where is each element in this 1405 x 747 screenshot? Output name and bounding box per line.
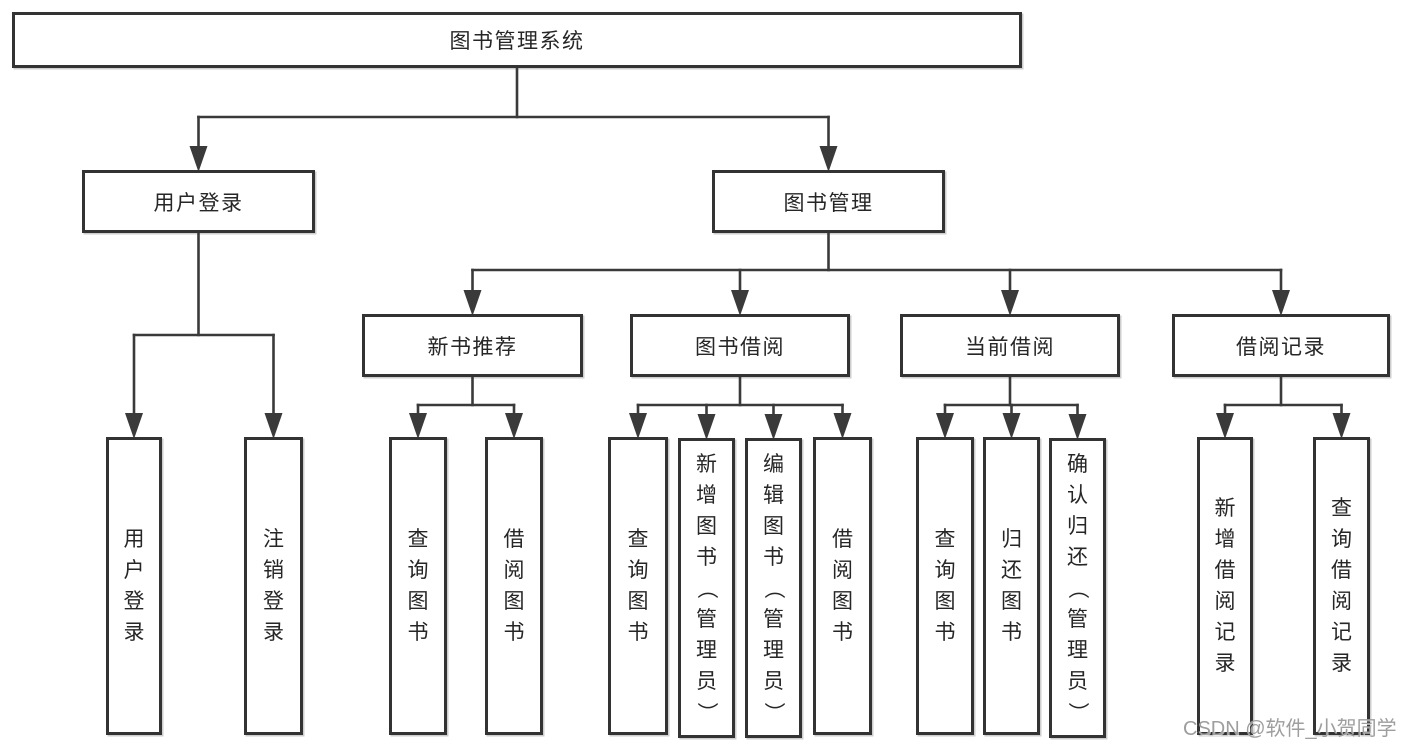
diagram-node-leaf-borrow-book-2: 借阅图书 [813, 437, 872, 735]
diagram-node-leaf-logout: 注销登录 [244, 437, 303, 735]
node-label: 图书管理 [783, 191, 874, 215]
diagram-node-book-borrow: 图书借阅 [630, 314, 850, 377]
arrowhead-icon [463, 290, 482, 316]
node-label: 借阅图书 [503, 528, 525, 644]
node-label: 新书推荐 [427, 335, 518, 359]
node-label: 当前借阅 [965, 335, 1055, 359]
arrowhead-icon [409, 413, 427, 439]
arrowhead-icon [819, 146, 838, 172]
arrowhead-icon [833, 413, 852, 439]
diagram-node-leaf-borrow-book-1: 借阅图书 [485, 437, 543, 735]
diagram-node-root: 图书管理系统 [12, 12, 1022, 68]
node-label: 编辑图书（管理员） [762, 452, 785, 723]
node-label: 确认归还（管理员） [1066, 452, 1089, 723]
watermark: CSDN @软件_小贺同学 [1183, 718, 1397, 740]
arrowhead-icon [764, 414, 783, 440]
diagram-node-leaf-query-book-1: 查询图书 [389, 437, 447, 735]
node-label: 归还图书 [1001, 528, 1022, 644]
arrowhead-icon [731, 290, 749, 316]
node-label: 查询图书 [934, 528, 956, 644]
diagram-node-leaf-edit-book: 编辑图书（管理员） [745, 438, 802, 738]
node-label: 新增借阅记录 [1214, 497, 1236, 675]
arrowhead-icon [1216, 413, 1234, 439]
arrowhead-icon [697, 414, 716, 440]
arrowhead-icon [264, 413, 283, 439]
diagram-node-leaf-confirm-return: 确认归还（管理员） [1049, 438, 1106, 738]
diagram-node-leaf-query-record: 查询借阅记录 [1313, 437, 1370, 735]
node-label: 查询图书 [407, 528, 429, 644]
arrowhead-icon [505, 413, 523, 439]
arrowhead-icon [1068, 414, 1087, 440]
node-label: 用户登录 [123, 528, 145, 644]
diagram-node-user-login: 用户登录 [82, 170, 315, 233]
arrowhead-icon [125, 413, 143, 439]
node-label: 用户登录 [153, 191, 244, 215]
arrowhead-icon [629, 413, 647, 439]
diagram-node-current-borrow: 当前借阅 [900, 314, 1120, 377]
arrowhead-icon [189, 146, 208, 172]
diagram-node-leaf-add-record: 新增借阅记录 [1197, 437, 1253, 735]
node-label: 图书管理系统 [449, 30, 585, 53]
diagram-node-borrow-record: 借阅记录 [1172, 314, 1390, 377]
arrowhead-icon [1272, 290, 1290, 316]
diagram-node-leaf-query-book-3: 查询图书 [916, 437, 974, 735]
node-label: 新增图书（管理员） [695, 452, 718, 723]
diagram-node-new-book-rec: 新书推荐 [362, 314, 583, 377]
node-label: 查询借阅记录 [1331, 497, 1352, 675]
diagram-node-leaf-query-book-2: 查询图书 [608, 437, 668, 735]
node-label: 借阅记录 [1236, 335, 1326, 359]
node-label: 图书借阅 [695, 335, 785, 359]
node-label: 借阅图书 [832, 528, 853, 644]
arrowhead-icon [1332, 413, 1351, 439]
diagram-node-leaf-return-book: 归还图书 [983, 437, 1040, 735]
diagram-node-leaf-add-book: 新增图书（管理员） [678, 438, 735, 738]
arrowhead-icon [1002, 413, 1021, 439]
diagram-node-leaf-user-login: 用户登录 [106, 437, 162, 735]
node-label: 注销登录 [263, 528, 284, 644]
arrowhead-icon [936, 413, 954, 439]
arrowhead-icon [1001, 290, 1019, 316]
diagram-node-book-mgmt: 图书管理 [712, 170, 945, 233]
node-label: 查询图书 [627, 528, 649, 644]
